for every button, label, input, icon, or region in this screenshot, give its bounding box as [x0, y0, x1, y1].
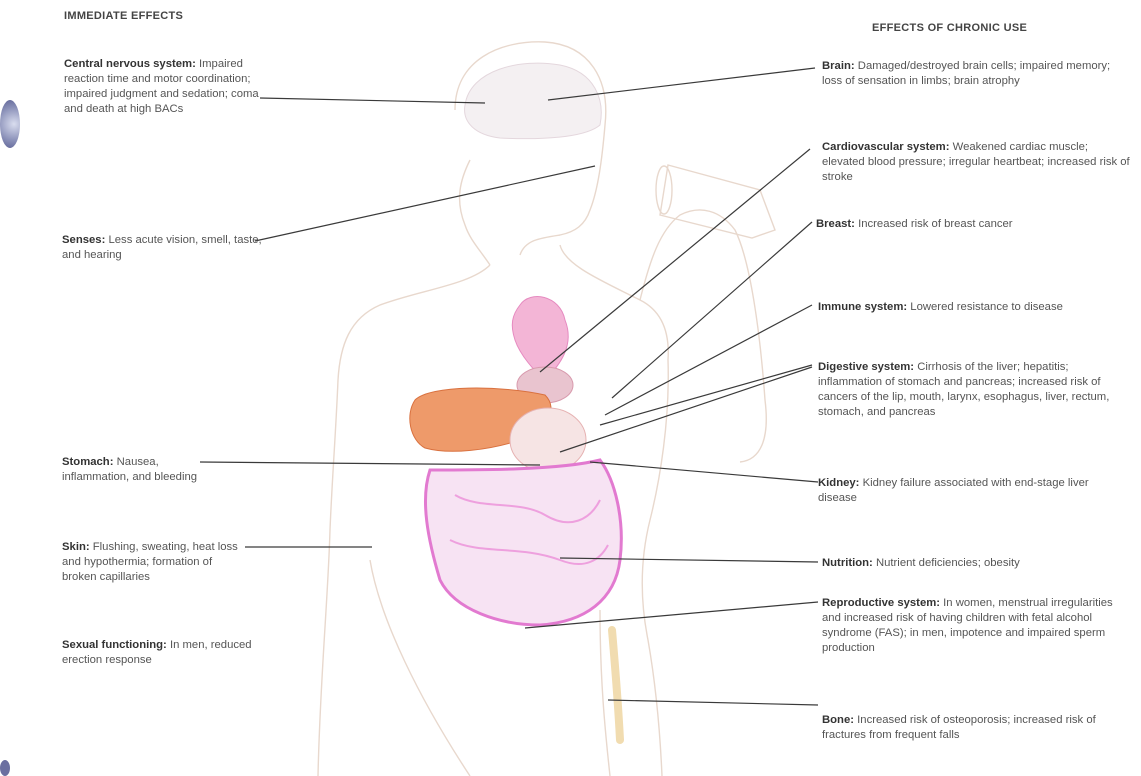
brain-shape: [465, 63, 602, 139]
immediate-effects-heading: IMMEDIATE EFFECTS: [64, 10, 183, 22]
breast-note: Breast: Increased risk of breast cancer: [816, 217, 1126, 232]
sexual-functioning-term: Sexual functioning:: [62, 639, 167, 651]
nutrition-note: Nutrition: Nutrient deficiencies; obesit…: [822, 556, 1132, 571]
cardiovascular-term: Cardiovascular system:: [822, 141, 949, 153]
brain-note: Brain: Damaged/destroyed brain cells; im…: [822, 59, 1122, 89]
brain-text: Damaged/destroyed brain cells; impaired …: [822, 60, 1110, 87]
sexual-functioning-note: Sexual functioning: In men, reduced erec…: [62, 638, 282, 668]
cns-term: Central nervous system:: [64, 58, 196, 70]
senses-term: Senses:: [62, 234, 105, 246]
immune-text: Lowered resistance to disease: [910, 301, 1063, 313]
immune-note: Immune system: Lowered resistance to dis…: [818, 300, 1128, 315]
reproductive-term: Reproductive system:: [822, 597, 940, 609]
skin-term: Skin:: [62, 541, 90, 553]
femur-shape: [612, 630, 620, 740]
digestive-note: Digestive system: Cirrhosis of the liver…: [818, 360, 1133, 420]
senses-note: Senses: Less acute vision, smell, taste,…: [62, 233, 262, 263]
bone-term: Bone:: [822, 714, 854, 726]
kidney-term: Kidney:: [818, 477, 859, 489]
bone-text: Increased risk of osteoporosis; increase…: [822, 714, 1096, 741]
stomach-term: Stomach:: [62, 456, 113, 468]
nutrition-term: Nutrition:: [822, 557, 873, 569]
brain-term: Brain:: [822, 60, 855, 72]
stomach-shape: [510, 408, 586, 472]
breast-term: Breast:: [816, 218, 855, 230]
skin-note: Skin: Flushing, sweating, heat loss and …: [62, 540, 247, 585]
nutrition-text: Nutrient deficiencies; obesity: [876, 557, 1020, 569]
cardiovascular-note: Cardiovascular system: Weakened cardiac …: [822, 140, 1132, 185]
breast-text: Increased risk of breast cancer: [858, 218, 1012, 230]
reproductive-note: Reproductive system: In women, menstrual…: [822, 596, 1132, 656]
cns-note: Central nervous system: Impaired reactio…: [64, 57, 264, 117]
digestive-term: Digestive system:: [818, 361, 914, 373]
immune-term: Immune system:: [818, 301, 907, 313]
stomach-note: Stomach: Nausea, inflammation, and bleed…: [62, 455, 202, 485]
chronic-effects-heading: EFFECTS OF CHRONIC USE: [872, 22, 1027, 34]
kidney-note: Kidney: Kidney failure associated with e…: [818, 476, 1118, 506]
bone-note: Bone: Increased risk of osteoporosis; in…: [822, 713, 1132, 743]
kidney-text: Kidney failure associated with end-stage…: [818, 477, 1089, 504]
